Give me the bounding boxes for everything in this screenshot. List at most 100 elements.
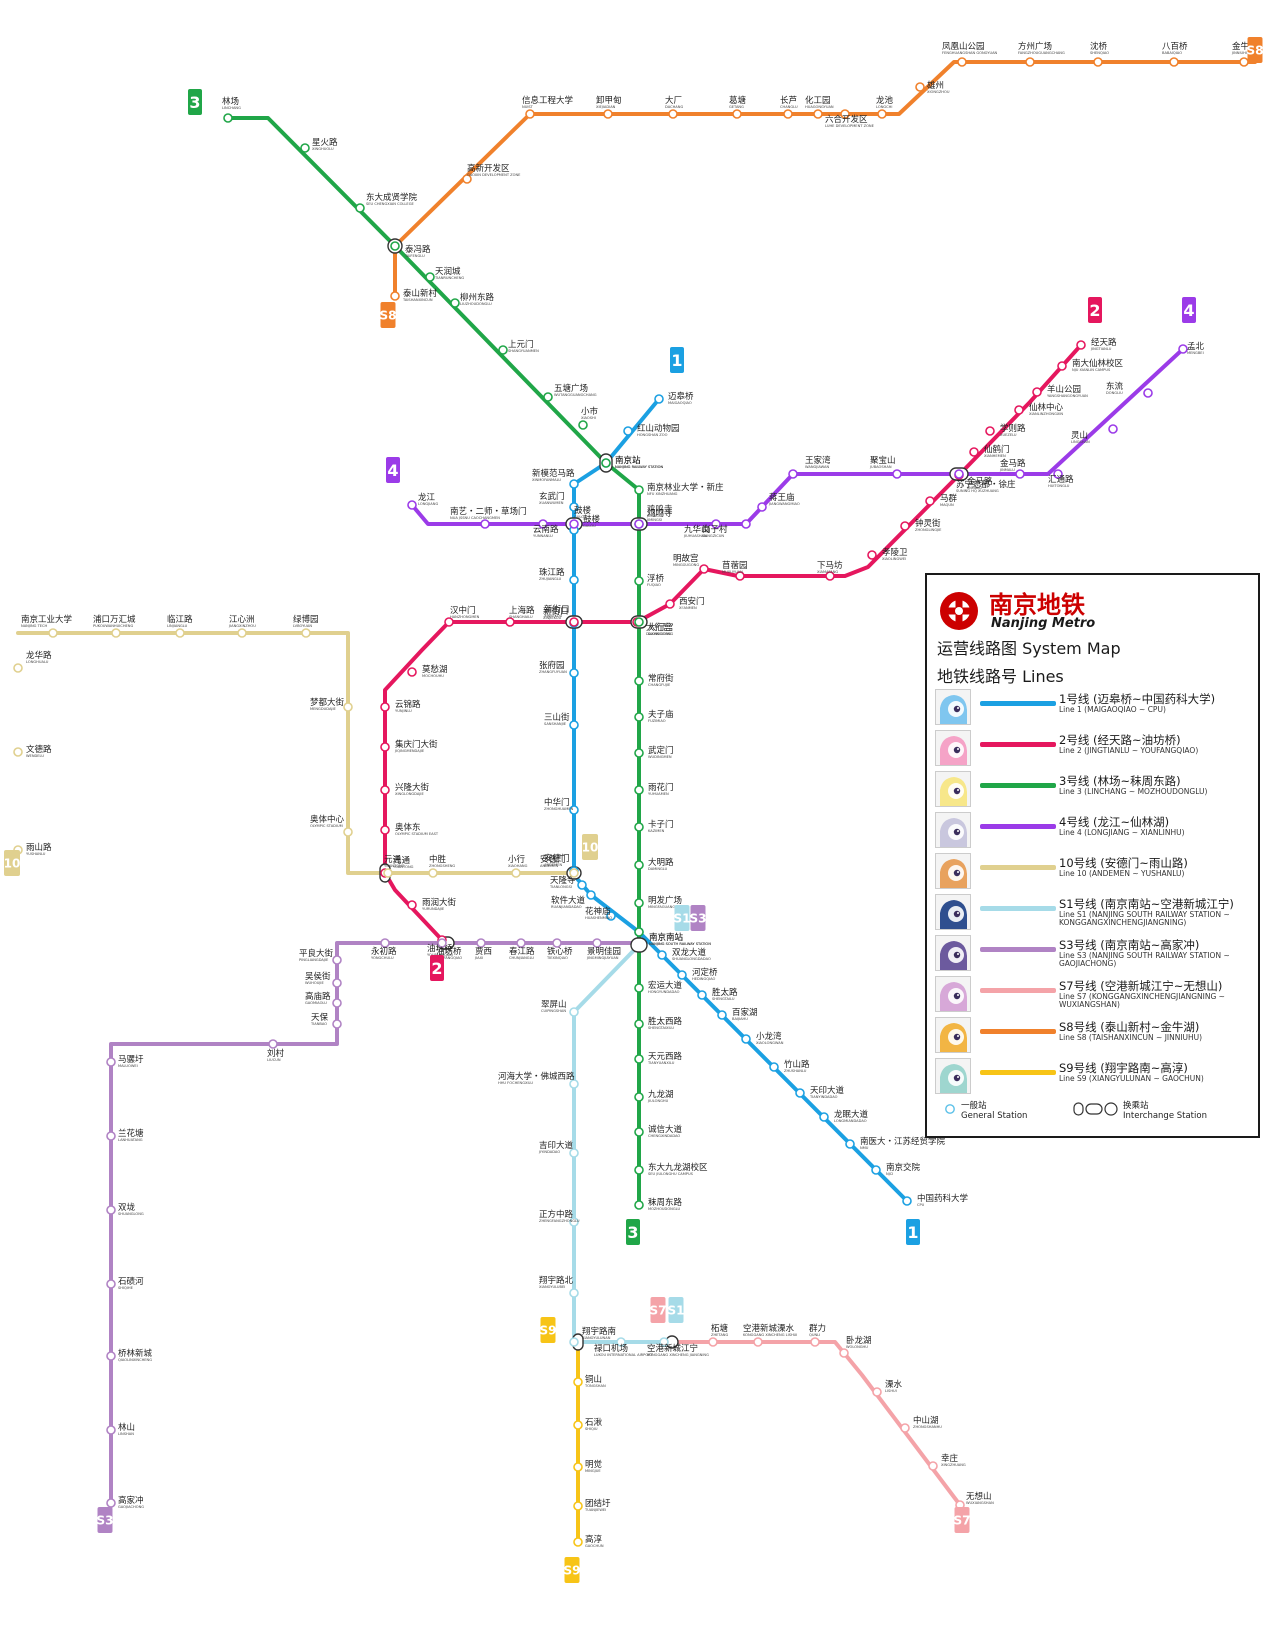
station-dot-l1[interactable] <box>569 479 579 489</box>
station-name-zh[interactable]: 林山 <box>118 1422 135 1433</box>
station-name-zh[interactable]: 双龙大道 <box>672 947 707 958</box>
station-name-zh[interactable]: 长芦 <box>780 95 797 106</box>
station-name-zh[interactable]: 仙林中心 <box>1029 402 1064 413</box>
station-name-zh[interactable]: 大行宫 <box>646 622 672 633</box>
station-dot-l10[interactable] <box>175 628 185 638</box>
station-name-zh[interactable]: 鼓楼 <box>583 514 601 525</box>
station-name-zh[interactable]: 江心洲 <box>229 615 255 625</box>
station-name-zh[interactable]: 油坊桥 <box>427 943 453 954</box>
station-name-zh[interactable]: 柳州东路 <box>460 292 495 303</box>
station-dot-l1[interactable] <box>845 1139 855 1149</box>
station-dot-l4[interactable] <box>538 519 548 529</box>
station-name-zh[interactable]: 东大九龙湖校区 <box>648 1162 708 1173</box>
station-dot-l3[interactable] <box>543 392 553 402</box>
station-name-zh[interactable]: 安德门 <box>544 853 570 864</box>
station-name-zh[interactable]: 高新开发区 <box>467 163 510 174</box>
station-dot-s7[interactable] <box>872 1387 882 1397</box>
station-name-zh[interactable]: 无想山 <box>966 1491 992 1502</box>
station-name-zh[interactable]: 贾西 <box>475 947 492 957</box>
station-name-zh[interactable]: 石湫 <box>585 1417 603 1428</box>
line-badge-s7[interactable]: S7 <box>650 1297 667 1323</box>
line-badge-s8[interactable]: S8 <box>380 302 397 328</box>
station-dot-l3[interactable] <box>355 203 365 213</box>
legend-row-l10[interactable]: 10号线 (安德门~雨山路)Line 10 (ANDEMEN ~ YUSHANL… <box>935 851 1255 892</box>
legend-row-l2[interactable]: 2号线 (经天路~油坊桥)Line 2 (JINGTIANLU ~ YOUFAN… <box>935 728 1255 769</box>
station-name-zh[interactable]: 双垅 <box>118 1202 136 1213</box>
station-dot-s7[interactable] <box>928 1461 938 1471</box>
station-dot-s8[interactable] <box>877 109 887 119</box>
station-dot-l3[interactable] <box>634 748 644 758</box>
station-dot-l10[interactable] <box>343 702 353 712</box>
station-name-zh[interactable]: 苏宁总部・徐庄 <box>956 479 1016 490</box>
station-dot-l2[interactable] <box>444 617 454 627</box>
station-name-zh[interactable]: 金牛湖 <box>1232 41 1258 52</box>
station-name-zh[interactable]: 聚宝山 <box>870 455 896 466</box>
station-name-zh[interactable]: 钟灵街 <box>915 518 941 529</box>
station-name-zh[interactable]: 珠江路 <box>539 567 565 578</box>
station-name-zh[interactable]: 河定桥 <box>692 967 718 978</box>
line-badge-s3[interactable]: S3 <box>690 905 707 931</box>
station-dot-l1[interactable] <box>717 1010 727 1020</box>
station-dot-l2[interactable] <box>505 617 515 627</box>
station-name-zh[interactable]: 景明佳园 <box>587 946 621 957</box>
station-name-zh[interactable]: 仙鹤门 <box>984 444 1010 455</box>
station-dot-l3[interactable] <box>300 143 310 153</box>
station-dot-l4[interactable] <box>1108 424 1118 434</box>
station-dot-s8[interactable] <box>915 82 925 92</box>
station-dot-l1[interactable] <box>569 502 579 512</box>
station-dot-l1[interactable] <box>741 1034 751 1044</box>
station-name-zh[interactable]: 化工园 <box>805 95 831 106</box>
station-name-zh[interactable]: 翠屏山 <box>541 999 567 1010</box>
station-name-zh[interactable]: 大厂 <box>665 95 682 106</box>
station-dot-l3[interactable] <box>634 785 644 795</box>
line-badge-l4[interactable]: 4 <box>1182 297 1196 323</box>
station-dot-l4[interactable] <box>711 519 721 529</box>
station-name-zh[interactable]: 天保 <box>311 1012 329 1023</box>
line-badge-l10[interactable]: 10 <box>582 834 599 860</box>
station-name-zh[interactable]: 南京南站 <box>649 932 684 943</box>
station-name-zh[interactable]: 软件大道 <box>551 895 586 906</box>
station-name-zh[interactable]: 红山动物园 <box>637 423 680 434</box>
station-name-zh[interactable]: 禄口机场 <box>594 1343 628 1354</box>
station-dot-s8[interactable] <box>957 57 967 67</box>
line-badge-l2[interactable]: 2 <box>1088 297 1102 323</box>
station-name-zh[interactable]: 雨花门 <box>648 782 674 793</box>
station-dot-l3[interactable] <box>634 898 644 908</box>
station-dot-l3[interactable] <box>601 458 611 468</box>
station-name-zh[interactable]: 汇通路 <box>1048 474 1074 485</box>
station-name-zh[interactable]: 中国药科大学 <box>917 1193 969 1204</box>
station-name-zh[interactable]: 胜太路 <box>712 987 738 998</box>
station-dot-l3[interactable] <box>634 1165 644 1175</box>
station-name-zh[interactable]: 天润城 <box>435 266 461 277</box>
station-dot-s3[interactable] <box>476 938 486 948</box>
station-dot-l2[interactable] <box>825 571 835 581</box>
line-badge-l1[interactable]: 1 <box>906 1219 920 1245</box>
station-name-zh[interactable]: 翔宇路北 <box>539 1275 574 1286</box>
station-dot-l3[interactable] <box>634 1019 644 1029</box>
station-dot-l4[interactable] <box>954 469 964 479</box>
station-name-zh[interactable]: 浮桥 <box>647 573 665 584</box>
station-dot-l1[interactable] <box>569 668 579 678</box>
station-name-zh[interactable]: 天元西路 <box>648 1051 683 1062</box>
station-name-zh[interactable]: 吴侯街 <box>305 971 331 982</box>
station-name-zh[interactable]: 梦都大街 <box>310 697 345 708</box>
station-name-zh[interactable]: 石碛河 <box>118 1276 144 1287</box>
station-name-zh[interactable]: 宏运大道 <box>648 980 683 991</box>
station-name-zh[interactable]: 天印大道 <box>810 1085 845 1096</box>
station-dot-l10[interactable] <box>511 868 521 878</box>
station-dot-s3[interactable] <box>106 1425 116 1435</box>
station-dot-l10[interactable] <box>569 868 579 878</box>
station-dot-l2[interactable] <box>735 571 745 581</box>
station-name-zh[interactable]: 龙眠大道 <box>834 1109 869 1120</box>
station-name-zh[interactable]: 安德门 <box>540 854 566 865</box>
station-name-zh[interactable]: 学则路 <box>1000 423 1026 434</box>
station-dot-l3[interactable] <box>634 485 644 495</box>
station-name-zh[interactable]: 正方中路 <box>539 1209 574 1220</box>
station-name-zh[interactable]: 星火路 <box>312 137 338 148</box>
station-dot-l4[interactable] <box>407 500 417 510</box>
line-badge-s9[interactable]: S9 <box>564 1557 581 1583</box>
station-dot-s3[interactable] <box>332 978 342 988</box>
station-dot-l4[interactable] <box>1053 469 1063 479</box>
station-name-zh[interactable]: 八百桥 <box>1162 41 1188 52</box>
station-name-zh[interactable]: 汉中门 <box>450 605 476 616</box>
